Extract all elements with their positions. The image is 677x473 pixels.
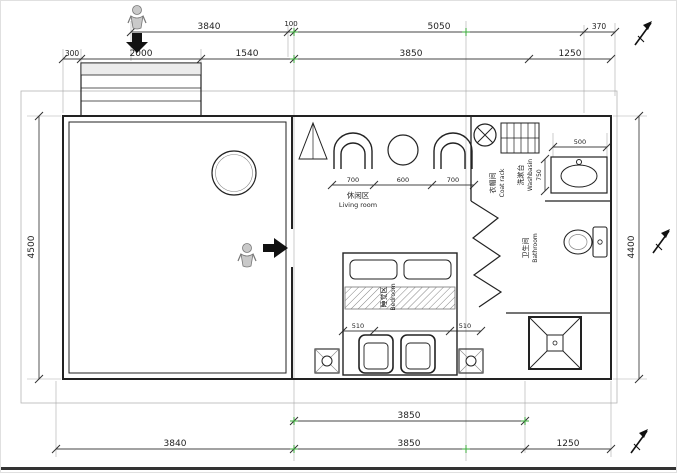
entrance-arrow-icon bbox=[126, 33, 148, 53]
dim-sofa-700b: 700 bbox=[447, 176, 459, 184]
dim-top1-3840: 3840 bbox=[198, 22, 221, 32]
living-room-label-en: Living room bbox=[339, 201, 377, 209]
coat-area: 衣帽间 Coat rack bbox=[473, 122, 540, 197]
toilet-icon bbox=[563, 226, 608, 258]
living-room-label-zh: 休闲区 bbox=[347, 190, 370, 200]
entrance-marker bbox=[126, 4, 148, 53]
north-arrow-icon bbox=[652, 228, 671, 254]
dim-bed-510a: 510 bbox=[352, 322, 364, 330]
dim-top2-1250: 1250 bbox=[559, 49, 582, 59]
washbasin-counter bbox=[550, 156, 608, 194]
dim-bottom2-1250: 1250 bbox=[557, 439, 580, 449]
washbasin-label-zh: 洗漱台 bbox=[516, 165, 525, 186]
bathroom-label-en: Bathroom bbox=[532, 233, 539, 263]
pillow-left bbox=[349, 259, 398, 280]
dimension-lines bbox=[34, 27, 644, 454]
armchair-right bbox=[433, 132, 473, 169]
bedroom-area: 睡觉区 Bedroom bbox=[314, 252, 484, 376]
dimension-texts: 3840 100 5050 370 300 2000 1540 3850 125… bbox=[27, 20, 637, 449]
side-table-right bbox=[458, 348, 484, 374]
registration-marks bbox=[290, 28, 529, 453]
page-bottom-rule bbox=[1, 467, 676, 470]
outer-boundary bbox=[20, 90, 618, 404]
dim-top2-3850: 3850 bbox=[400, 49, 423, 59]
dim-sofa-600: 600 bbox=[397, 176, 409, 184]
living-area: 休闲区 Living room bbox=[298, 121, 473, 209]
bedroom-label-zh: 睡觉区 bbox=[379, 287, 388, 308]
extension-lines bbox=[27, 21, 647, 461]
faucet-icon bbox=[576, 159, 582, 165]
washbasin-label-en: Washbasin bbox=[527, 159, 534, 191]
door-direction-arrow-icon bbox=[263, 238, 288, 258]
pillow-right bbox=[403, 259, 452, 280]
coffee-table bbox=[387, 134, 419, 166]
dim-bottom1-3850: 3850 bbox=[398, 411, 421, 421]
bathroom-label-zh: 卫生间 bbox=[521, 238, 530, 259]
coat-rack-label-en: Coat rack bbox=[499, 168, 506, 197]
dim-top1-100: 100 bbox=[284, 20, 297, 28]
north-arrow-icon bbox=[630, 428, 649, 454]
washbasin-bowl bbox=[560, 164, 598, 188]
dim-bottom2-3850: 3850 bbox=[398, 439, 421, 449]
side-table-left bbox=[314, 348, 340, 374]
dim-right-4400: 4400 bbox=[627, 235, 637, 258]
dim-left-4500: 4500 bbox=[27, 235, 37, 258]
dim-top2-2000: 2000 bbox=[130, 49, 153, 59]
person-icon bbox=[237, 242, 257, 268]
foot-chair-right bbox=[400, 334, 436, 374]
dim-bottom2-3840: 3840 bbox=[164, 439, 187, 449]
dimension-ticks bbox=[34, 27, 644, 454]
bathroom-area: 卫生间 Bathroom bbox=[521, 226, 608, 370]
dim-basin-500: 500 bbox=[574, 138, 586, 146]
shower-icon bbox=[528, 316, 582, 370]
dim-sofa-700a: 700 bbox=[347, 176, 359, 184]
foot-chair-left bbox=[358, 334, 394, 374]
coat-rack-icon bbox=[500, 122, 540, 154]
washbasin-area: 洗漱台 Washbasin bbox=[516, 156, 608, 194]
bedroom-label-en: Bedroom bbox=[390, 283, 397, 310]
dim-bed-510b: 510 bbox=[459, 322, 471, 330]
dim-top2-1540: 1540 bbox=[236, 49, 259, 59]
exhaust-fan-icon bbox=[473, 123, 497, 147]
coat-rack-label-zh: 衣帽间 bbox=[488, 173, 497, 194]
bed bbox=[342, 252, 458, 376]
porch-steps bbox=[80, 62, 202, 117]
dim-top1-370: 370 bbox=[592, 22, 607, 31]
left-room bbox=[211, 150, 288, 268]
dim-top2-300: 300 bbox=[65, 49, 80, 58]
round-table bbox=[211, 150, 257, 196]
blanket-hatch bbox=[344, 286, 456, 310]
north-arrow-icon bbox=[634, 20, 653, 46]
dim-basin-750: 750 bbox=[536, 169, 543, 181]
dim-top1-5050: 5050 bbox=[428, 22, 451, 32]
coat-closet-zigzag bbox=[470, 200, 503, 308]
armchair-left bbox=[333, 132, 373, 169]
